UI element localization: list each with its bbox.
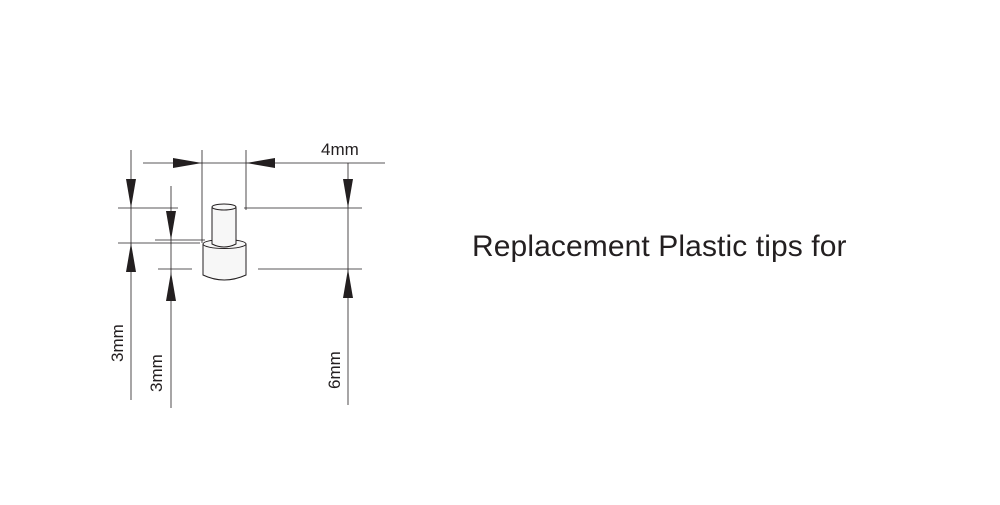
extension-lines <box>118 207 362 270</box>
dimension-label-right: 6mm <box>325 351 344 389</box>
tip-pin-top <box>211 203 237 211</box>
dimension-label-left-outer: 3mm <box>108 324 127 362</box>
dimension-label-left-inner: 3mm <box>147 354 166 392</box>
dimension-left-outer: 3mm <box>108 150 136 400</box>
arrow-down-icon <box>166 211 176 240</box>
arrow-down-icon <box>126 179 136 208</box>
dimension-top-width: 4mm <box>143 140 385 243</box>
dimension-left-inner: 3mm <box>147 186 176 408</box>
arrow-up-icon <box>126 243 136 272</box>
arrow-down-icon <box>343 179 353 208</box>
arrow-up-icon <box>343 269 353 298</box>
product-heading: Replacement Plastic tips for <box>472 230 847 263</box>
plastic-tip-part <box>202 203 247 281</box>
dimension-label-top: 4mm <box>321 140 359 159</box>
arrow-up-icon <box>166 272 176 301</box>
arrow-right-icon <box>173 158 202 168</box>
tip-pin <box>211 207 237 248</box>
arrow-left-icon <box>246 158 275 168</box>
dimension-right: 6mm <box>325 163 353 405</box>
